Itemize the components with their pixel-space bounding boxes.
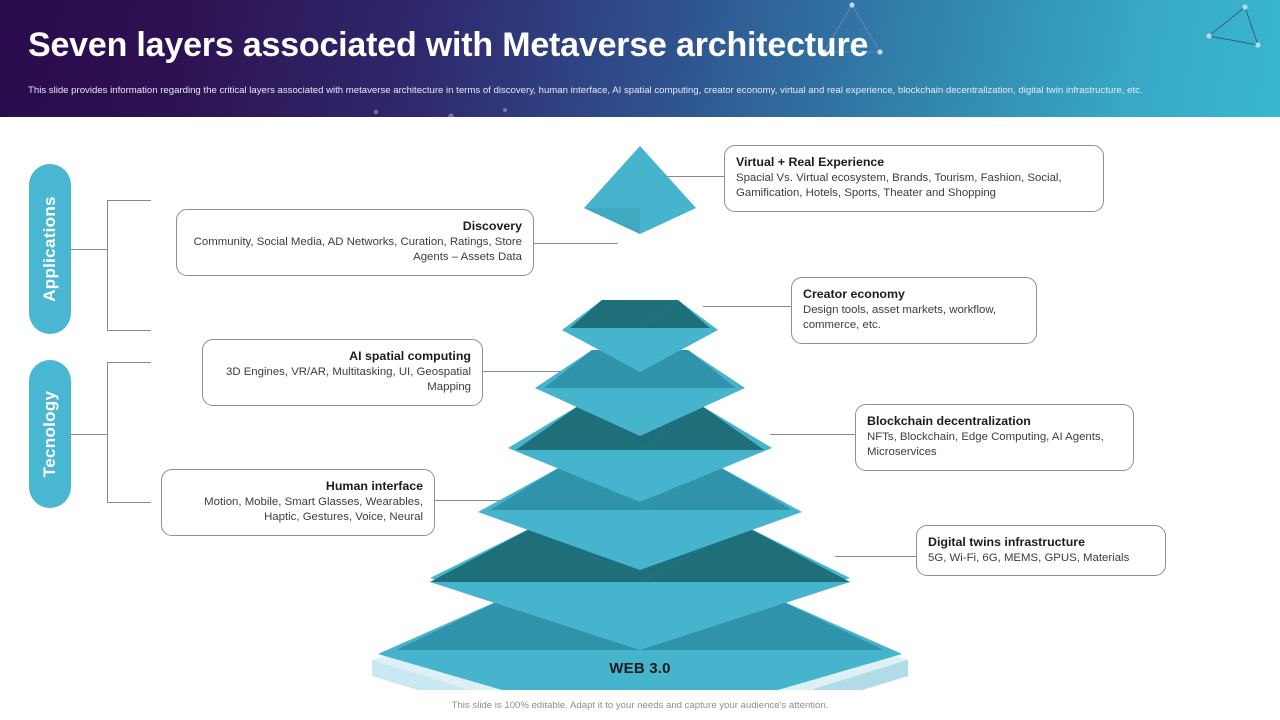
callout-title: AI spatial computing [349, 349, 471, 363]
pyramid-svg [372, 146, 908, 690]
pyramid-layer-ai-spatial [508, 406, 772, 502]
callout-title: Creator economy [803, 287, 905, 301]
callout-body: NFTs, Blockchain, Edge Computing, AI Age… [867, 431, 1104, 459]
pyramid-layer-human-interface [430, 526, 850, 650]
callout-human-interface[interactable]: Human interface Motion, Mobile, Smart Gl… [161, 469, 435, 536]
category-pill-technology-label: Tecnology [40, 390, 60, 478]
callout-body: 5G, Wi-Fi, 6G, MEMS, GPUS, Materials [928, 552, 1130, 564]
connector-technology-stem [71, 434, 107, 435]
leader-line-blockchain [770, 434, 855, 435]
connector-applications-stem [71, 249, 107, 250]
category-pill-technology[interactable]: Tecnology [29, 360, 71, 508]
callout-discovery[interactable]: Discovery Community, Social Media, AD Ne… [176, 209, 534, 276]
leader-line-digital-twins [835, 556, 917, 557]
callout-blockchain-decentralization[interactable]: Blockchain decentralization NFTs, Blockc… [855, 404, 1134, 471]
leader-line-ai-spatial [482, 371, 562, 372]
leader-line-human-interface [434, 500, 522, 501]
connector-applications-bottom [107, 330, 151, 331]
pyramid-diagram [330, 130, 950, 690]
connector-technology-top [107, 362, 151, 363]
category-pill-applications-label: Applications [40, 196, 60, 302]
connector-technology-spine [107, 362, 108, 502]
callout-title: Digital twins infrastructure [928, 535, 1085, 549]
pyramid-layer-blockchain [478, 466, 802, 570]
callout-title: Virtual + Real Experience [736, 155, 885, 169]
callout-title: Discovery [462, 219, 522, 233]
pyramid-layer-virtual-real [584, 146, 696, 234]
callout-ai-spatial-computing[interactable]: AI spatial computing 3D Engines, VR/AR, … [202, 339, 483, 406]
pyramid-layer-discovery [562, 300, 718, 372]
page-title: Seven layers associated with Metaverse a… [28, 26, 869, 64]
callout-virtual-real-experience[interactable]: Virtual + Real Experience Spacial Vs. Vi… [724, 145, 1104, 212]
callout-body: Community, Social Media, AD Networks, Cu… [193, 236, 522, 264]
connector-applications-spine [107, 200, 108, 330]
slide-header: Seven layers associated with Metaverse a… [0, 0, 1280, 117]
connector-applications-top [107, 200, 151, 201]
footer-note: This slide is 100% editable. Adapt it to… [451, 700, 829, 711]
callout-creator-economy[interactable]: Creator economy Design tools, asset mark… [791, 277, 1037, 344]
connector-technology-bottom [107, 502, 151, 503]
pyramid-base-label: WEB 3.0 [609, 660, 671, 677]
callout-digital-twins-infrastructure[interactable]: Digital twins infrastructure 5G, Wi-Fi, … [916, 525, 1166, 577]
callout-body: Spacial Vs. Virtual ecosystem, Brands, T… [736, 172, 1062, 200]
callout-body: Motion, Mobile, Smart Glasses, Wearables… [204, 496, 423, 524]
callout-body: Design tools, asset markets, workflow, c… [803, 304, 997, 332]
leader-line-creator-economy [703, 306, 792, 307]
page-subtitle: This slide provides information regardin… [28, 85, 1143, 96]
callout-body: 3D Engines, VR/AR, Multitasking, UI, Geo… [225, 366, 471, 394]
leader-line-virtual-real [640, 176, 726, 177]
callout-title: Blockchain decentralization [867, 414, 1031, 428]
callout-title: Human interface [325, 479, 423, 493]
leader-line-discovery [533, 243, 618, 244]
category-pill-applications[interactable]: Applications [29, 164, 71, 334]
